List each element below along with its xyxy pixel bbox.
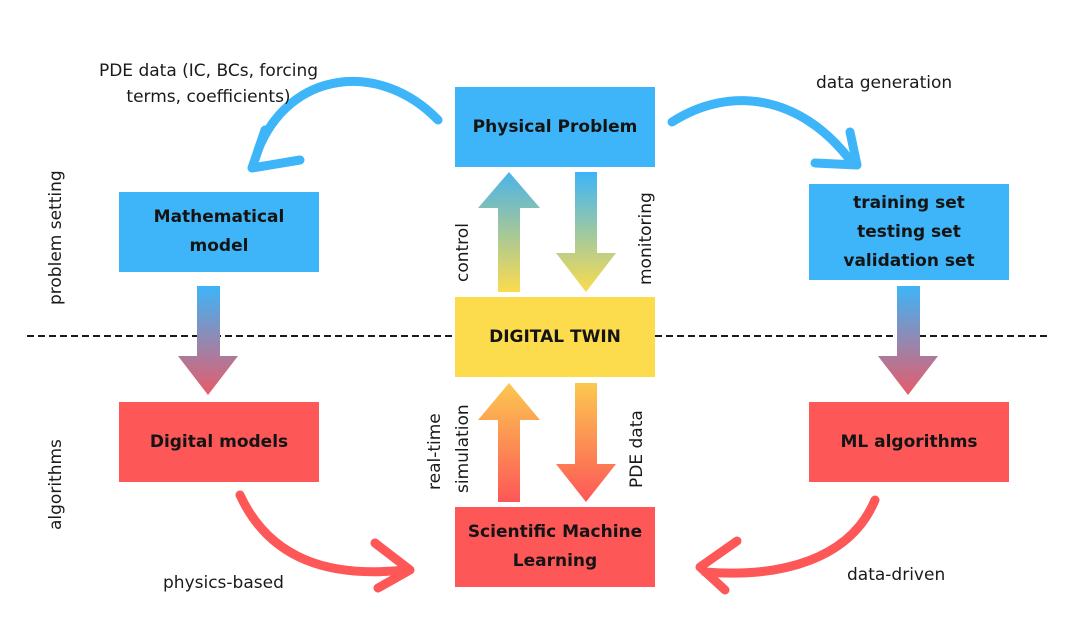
label-pde-data: PDE data (627, 410, 647, 488)
node-digital-twin: DIGITAL TWIN (455, 297, 655, 377)
arrow-sets-to-ml (878, 286, 938, 395)
curved-arrow-physics-based (235, 490, 415, 593)
node-digital-models: Digital models (119, 402, 319, 482)
section-label-problem-setting: problem setting (46, 170, 66, 305)
label-simulation: simulation (453, 404, 473, 493)
curved-arrow-data-driven (695, 495, 880, 595)
arrow-control (478, 172, 540, 292)
arrow-monitoring (556, 172, 616, 292)
curved-arrow-data-generation (667, 96, 862, 170)
label-real-time: real-time (425, 413, 445, 490)
curved-arrow-pde-data (247, 76, 443, 173)
section-label-algorithms: algorithms (46, 439, 66, 530)
arrow-pde-data (556, 383, 616, 502)
label-data-driven: data-driven (847, 565, 946, 585)
node-data-sets: training set testing set validation set (809, 184, 1009, 280)
label-pde-data-inputs: PDE data (IC, BCs, forcing terms, coeffi… (98, 61, 319, 107)
arrow-model-to-digital (178, 286, 238, 395)
label-data-generation: data generation (816, 73, 953, 93)
label-physics-based: physics-based (163, 573, 284, 593)
label-monitoring: monitoring (636, 192, 656, 285)
node-mathematical-model: Mathematical model (119, 192, 319, 272)
label-control: control (453, 223, 473, 282)
arrow-real-time-simulation (478, 383, 540, 502)
node-ml-algorithms: ML algorithms (809, 402, 1009, 482)
node-scientific-machine-learning: Scientific Machine Learning (455, 507, 655, 587)
node-physical-problem: Physical Problem (455, 87, 655, 167)
